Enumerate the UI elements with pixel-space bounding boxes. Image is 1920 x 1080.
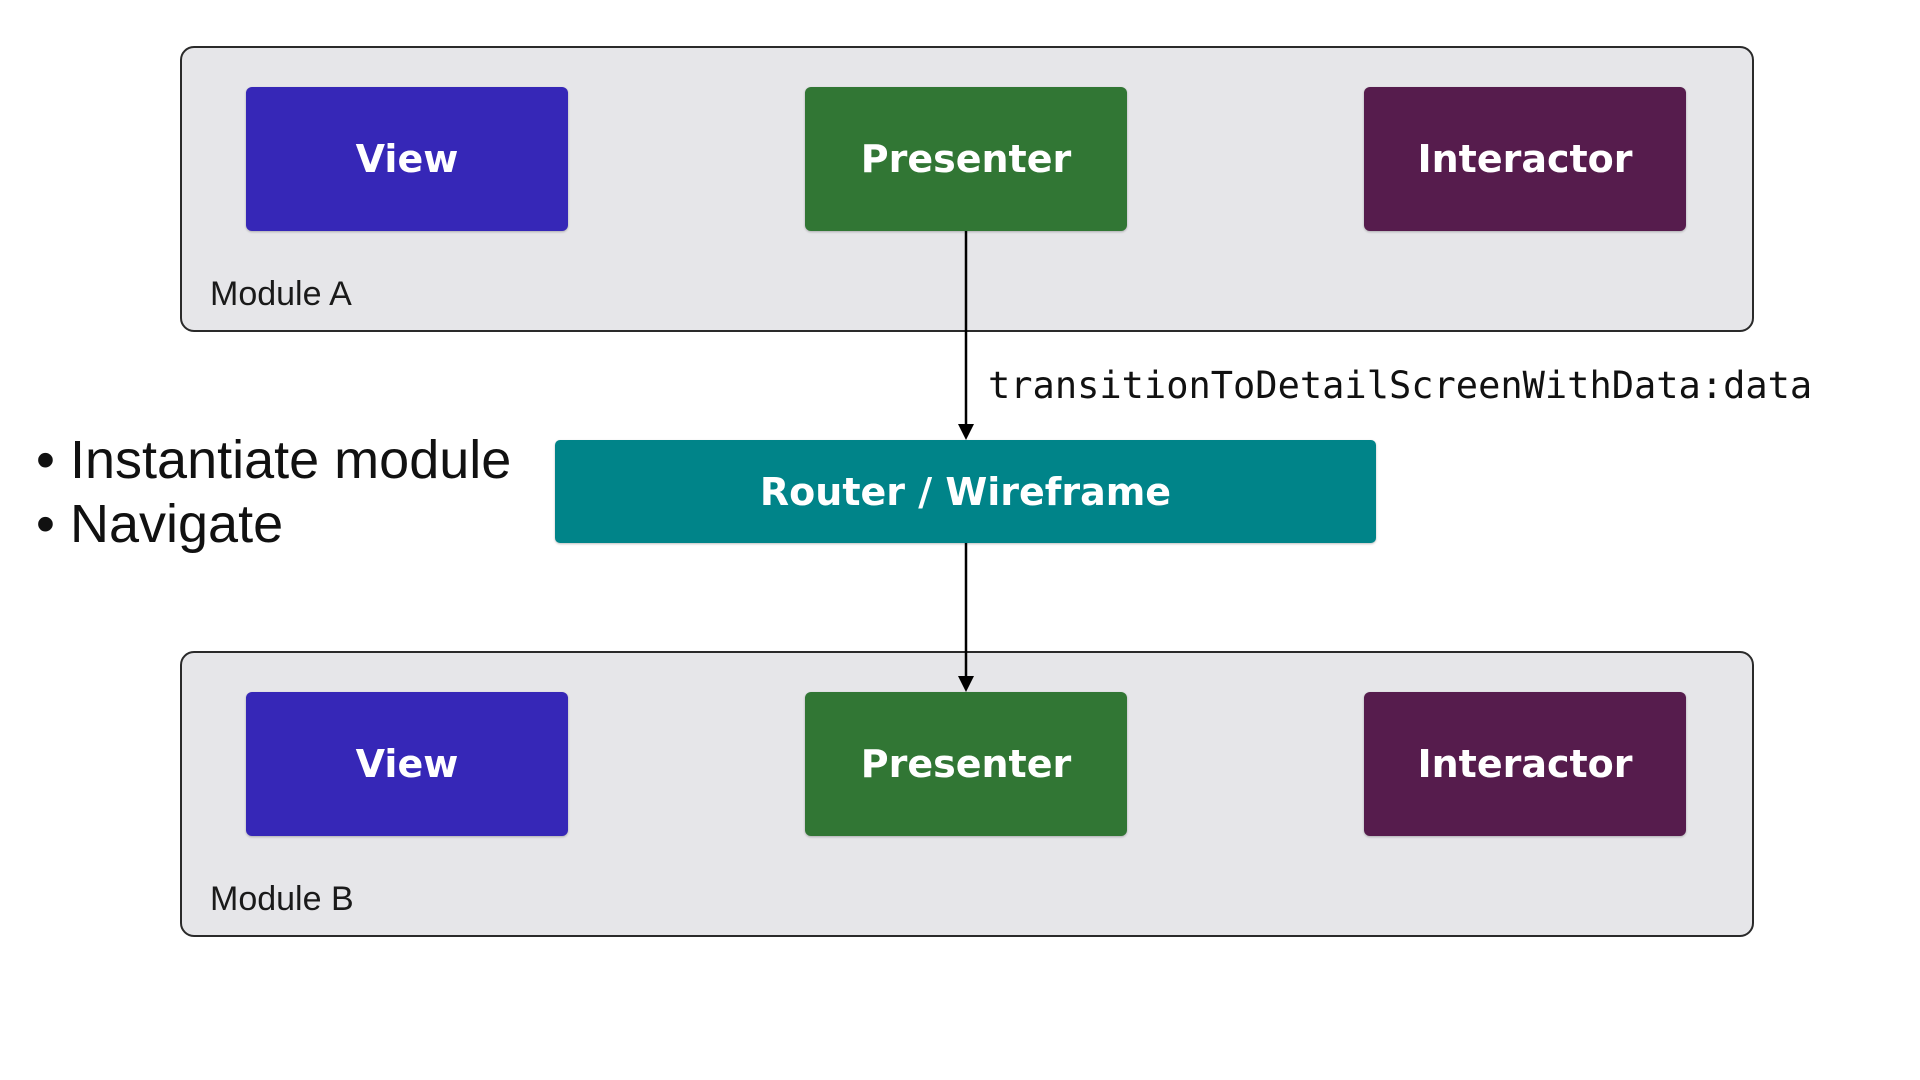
router-wireframe-node: Router / Wireframe: [555, 440, 1376, 543]
module-a-view-node: View: [246, 87, 568, 231]
transition-method-label: transitionToDetailScreenWithData:data: [988, 364, 1813, 407]
module-b-label: Module B: [210, 880, 354, 918]
module-a-interactor-node: Interactor: [1364, 87, 1686, 231]
arrow-router-to-presenter-b-head: [958, 676, 974, 692]
module-a-label: Module A: [210, 275, 352, 313]
module-b-presenter-node: Presenter: [805, 692, 1127, 836]
router-responsibilities-list: Instantiate module Navigate: [36, 428, 511, 556]
module-a-presenter-node: Presenter: [805, 87, 1127, 231]
module-b-view-node: View: [246, 692, 568, 836]
responsibility-item: Instantiate module: [36, 428, 511, 492]
module-b-interactor-node: Interactor: [1364, 692, 1686, 836]
arrow-presenter-to-router-head: [958, 424, 974, 440]
responsibility-item: Navigate: [36, 492, 511, 556]
